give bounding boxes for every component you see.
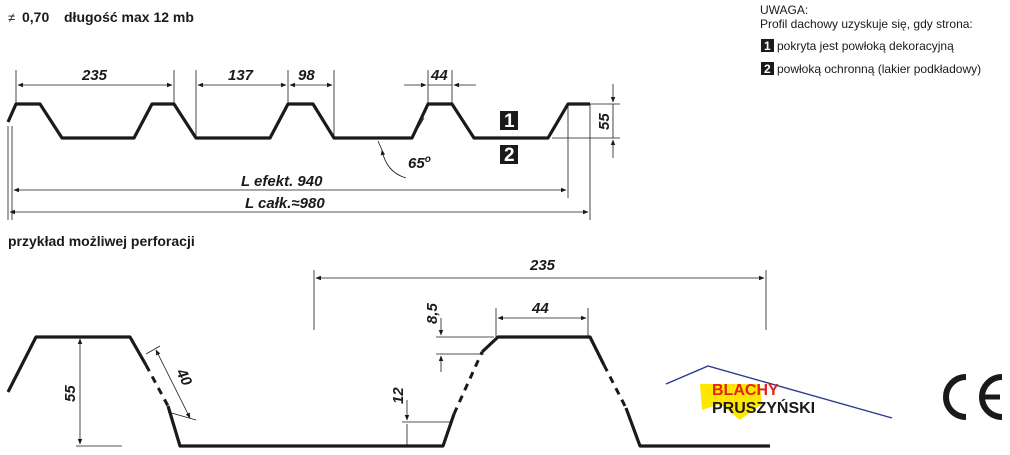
angle-arc [380, 149, 407, 179]
logo-yellow-shape [700, 384, 762, 420]
logo-blue-line [665, 365, 893, 419]
dim-44: 44 [430, 67, 448, 84]
perf-dim-55: 55 [62, 385, 79, 402]
note-item-1-text: pokryta jest powłoką dekoracyjną [777, 39, 954, 53]
perforation-drawing: przykład możliwej perforacji 235 44 8,5 … [6, 233, 770, 448]
perf-dim-8-5: 8,5 [424, 302, 441, 324]
perforation-title: przykład możliwej perforacji [8, 233, 195, 249]
perf-dim-235: 235 [529, 257, 556, 274]
angle-tick [377, 140, 383, 151]
thickness-symbol: ≠ [8, 10, 15, 25]
note-badge-1-num: 1 [764, 39, 771, 53]
side-label-2-box [500, 145, 518, 164]
perf-dim-40: 40 [172, 365, 195, 389]
note-badge-1 [761, 39, 774, 52]
ce-mark-e-arc [979, 374, 1003, 420]
perf-dim-12: 12 [390, 387, 407, 404]
dim-55: 55 [596, 113, 613, 130]
length-text: długość max 12 mb [64, 9, 194, 25]
note-title: UWAGA: [760, 3, 808, 17]
dim-98: 98 [298, 67, 315, 84]
side-label-1-box [500, 111, 518, 130]
thickness-value: 0,70 [22, 9, 49, 25]
side-label-1: 1 [504, 111, 515, 132]
ce-mark-c [943, 374, 967, 420]
perf-dash-left-down [144, 364, 170, 407]
note-block: UWAGA: Profil dachowy uzyskuje się, gdy … [760, 3, 981, 76]
note-line: Profil dachowy uzyskuje się, gdy strona: [760, 17, 973, 31]
note-item-2-text: powłoką ochronną (lakier podkładowy) [777, 62, 981, 76]
perf-profile-left [6, 335, 148, 393]
perf-dim-44: 44 [531, 300, 549, 317]
note-badge-2-num: 2 [764, 62, 771, 76]
perf-profile-right-top [480, 335, 606, 366]
perf-profile-right-bottom [624, 407, 770, 448]
logo-line-2: PRUSZYŃSKI [712, 398, 815, 417]
note-badge-2 [761, 62, 774, 75]
dim-l-total: L całk.≈980 [245, 195, 325, 212]
perf-dash-right-up [452, 351, 484, 415]
dim-235: 235 [81, 67, 108, 84]
angle-value: 65o [408, 154, 431, 172]
side-label-2: 2 [504, 145, 515, 166]
perf-dim-line-40 [155, 349, 191, 419]
dim-l-eff: L efekt. 940 [241, 173, 323, 190]
profile-drawing: 235 137 98 44 55 65o 1 2 L efekt. 940 L … [6, 67, 620, 220]
ce-mark-icon [943, 374, 1003, 420]
extension-lines [7, 70, 620, 220]
header: ≠ 0,70 długość max 12 mb [8, 9, 194, 25]
angle-side-line [411, 117, 425, 139]
company-logo: BLACHY PRUSZYŃSKI [665, 365, 893, 420]
perf-dash-right-down [602, 364, 628, 409]
perf-profile-mid [166, 405, 456, 448]
dim-137: 137 [228, 67, 254, 84]
logo-line-1: BLACHY [712, 382, 779, 399]
perf-ext-40-top [145, 345, 161, 355]
